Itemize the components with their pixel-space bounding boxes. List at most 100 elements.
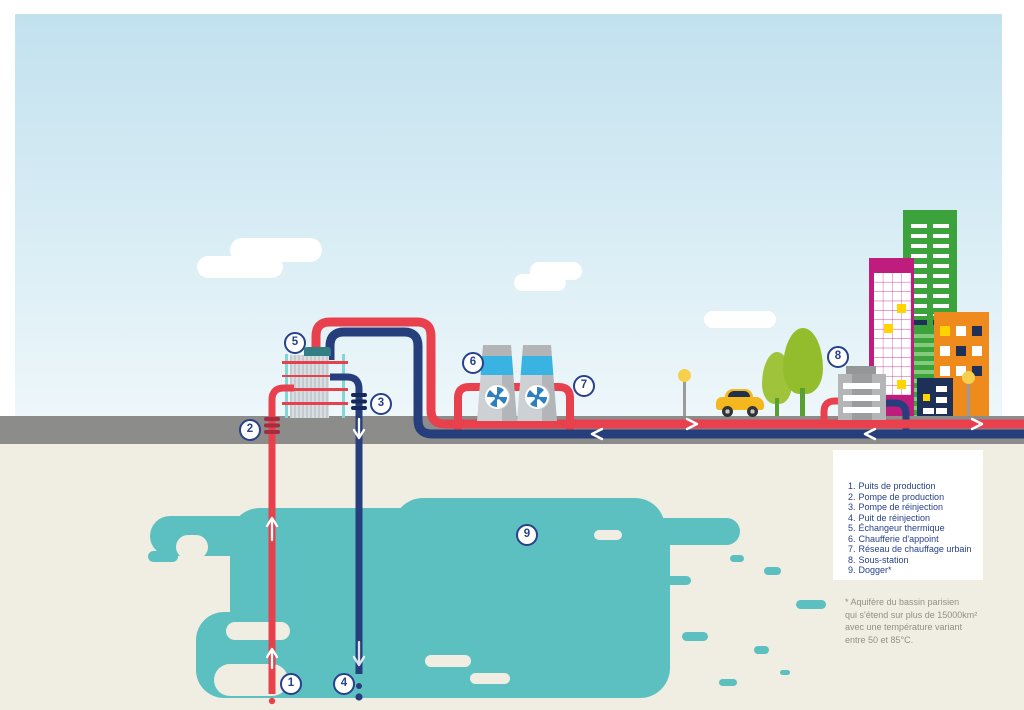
building-windows	[911, 224, 927, 316]
substation-stripe	[843, 407, 880, 413]
tower-cap	[477, 345, 517, 356]
flow-arrow-right-icon	[685, 417, 699, 431]
tree-trunk	[800, 388, 805, 420]
marker-3-injection-pump: 3	[370, 393, 392, 415]
fan-icon	[484, 384, 510, 410]
well-tip	[268, 697, 276, 705]
building-window-yellow	[940, 326, 950, 336]
heat-exchanger	[290, 355, 329, 418]
fan-icon	[524, 384, 550, 410]
car-icon	[716, 389, 764, 417]
flow-arrow-up-icon	[265, 647, 279, 670]
marker-6-backup-boiler: 6	[462, 352, 484, 374]
building-window	[923, 408, 934, 414]
cloud-icon	[197, 256, 283, 278]
building-window	[940, 366, 950, 376]
aquifer-pill	[730, 555, 744, 562]
cloud-icon	[514, 274, 566, 291]
streetlamp-icon	[962, 371, 975, 384]
building-window-navy	[911, 320, 927, 325]
well-tip	[356, 683, 362, 689]
legend-num: 7.	[848, 544, 856, 554]
aquifer-blob	[148, 551, 178, 562]
building-window	[936, 397, 947, 403]
aquifer-cutout	[214, 664, 288, 696]
legend-label: Puits de production	[858, 481, 936, 491]
marker-9-dogger: 9	[516, 524, 538, 546]
cold-pipe-injection-well	[330, 373, 363, 674]
car-windshield	[728, 391, 750, 400]
exchanger-coil	[282, 402, 348, 405]
exchanger-coil	[282, 374, 348, 377]
legend-num: 2.	[848, 491, 856, 502]
flow-arrow-right-icon	[970, 417, 984, 431]
injection-pump-icon	[351, 393, 367, 410]
building-window-navy	[972, 366, 982, 376]
boiler-tower	[477, 345, 517, 421]
flow-arrow-down-icon	[352, 640, 366, 667]
legend-label: Réseau de chauffage urbain	[858, 544, 972, 554]
legend-label: Sous-station	[858, 554, 909, 565]
footnote: * Aquifère du bassin parisien qui s'éten…	[845, 596, 1015, 646]
aquifer-pill	[764, 567, 781, 575]
legend-item: 5.Échangeur thermique	[848, 523, 971, 534]
substation-roof	[846, 366, 876, 376]
legend-label: Échangeur thermique	[858, 523, 945, 533]
legend-item: 7.Réseau de chauffage urbain	[848, 544, 971, 555]
footnote-line: entre 50 et 85°C.	[845, 634, 914, 645]
exchanger-cap	[304, 347, 331, 356]
aquifer-pill	[754, 646, 769, 654]
well-tip	[355, 693, 363, 701]
legend-label: Chaufferie d'appoint	[858, 533, 939, 544]
legend-num: 6.	[848, 533, 856, 544]
aquifer-pill	[719, 679, 737, 686]
marker-2-production-pump: 2	[239, 419, 261, 441]
building-navy	[917, 378, 953, 420]
legend-num: 9.	[848, 565, 856, 575]
tower-cap	[517, 345, 557, 356]
flow-arrow-left-icon	[863, 427, 877, 441]
streetlamp-pole	[683, 380, 686, 418]
legend-item: 4.Puit de réinjection	[848, 513, 971, 524]
legend-num: 1.	[848, 481, 856, 491]
aquifer-pill	[682, 632, 708, 641]
aquifer-pill	[662, 576, 691, 585]
aquifer-cutout	[594, 530, 622, 540]
aquifer-cutout	[176, 535, 208, 559]
legend-num: 4.	[848, 512, 856, 523]
cold-pipe-substation-branch	[878, 399, 910, 438]
tower-cyan-band	[517, 356, 557, 375]
legend-list: 1.Puits de production 2.Pompe de product…	[848, 481, 971, 576]
aquifer-blob	[538, 588, 660, 614]
legend-item: 1.Puits de production	[848, 481, 971, 492]
legend-item: 2.Pompe de production	[848, 492, 971, 503]
production-pump-icon	[264, 417, 280, 434]
legend-label: Pompe de production	[858, 491, 945, 502]
building-windows	[933, 224, 949, 316]
building-window-yellow	[897, 304, 906, 313]
legend-item: 9.Dogger*	[848, 565, 971, 576]
marker-5-heat-exchanger: 5	[284, 332, 306, 354]
tree-trunk	[775, 398, 779, 420]
aquifer-cutout	[425, 655, 471, 667]
exchanger-coil	[282, 388, 348, 391]
boiler-tower	[517, 345, 557, 421]
streetlamp-icon	[678, 369, 691, 382]
building-window-yellow	[923, 394, 930, 401]
cloud-icon	[704, 311, 776, 328]
building-window	[940, 346, 950, 356]
marker-7-district-network: 7	[573, 375, 595, 397]
aquifer-blob	[150, 516, 276, 556]
legend-item: 8.Sous-station	[848, 555, 971, 566]
building-window	[936, 386, 947, 392]
hot-pipe-district-network	[311, 317, 1024, 429]
aquifer-blob	[598, 518, 740, 545]
building-window-yellow	[884, 324, 893, 333]
flow-arrow-left-icon	[590, 427, 604, 441]
legend-num: 3.	[848, 502, 856, 512]
marker-8-substation: 8	[827, 346, 849, 368]
legend-label: Pompe de réinjection	[858, 502, 944, 512]
building-window	[956, 326, 966, 336]
